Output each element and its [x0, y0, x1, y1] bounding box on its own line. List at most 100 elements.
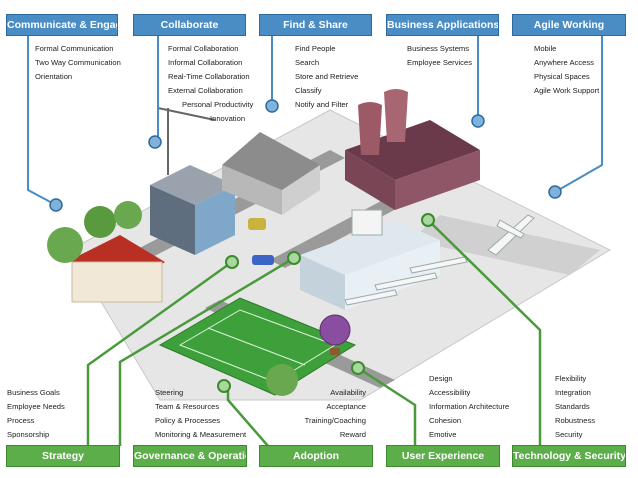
list-item: Acceptance [326, 402, 366, 411]
collaborate-list: Formal Collaboration Informal Collaborat… [168, 42, 253, 126]
connector-node [217, 379, 231, 393]
list-item: Robustness [555, 416, 596, 425]
list-item: Integration [555, 388, 591, 397]
connector-node [287, 251, 301, 265]
tab-agile-working: Agile Working [512, 14, 626, 36]
tab-user-experience: User Experience [386, 445, 500, 467]
list-item: Sponsorship [7, 430, 50, 439]
list-item: Mobile [534, 44, 557, 53]
find-share-list: Find People Search Store and Retrieve Cl… [295, 42, 358, 112]
list-item: Accessibility [429, 388, 471, 397]
balloon-basket [330, 348, 340, 355]
list-item: Design [429, 374, 453, 383]
house-wall [71, 261, 163, 303]
adoption-list: Availability Acceptance Training/Coachin… [270, 386, 366, 442]
tree [266, 364, 298, 396]
van [248, 218, 266, 230]
list-item: Security [555, 430, 583, 439]
list-item: External Collaboration [168, 86, 243, 95]
tree [84, 206, 116, 238]
terminal-right-face [345, 240, 440, 310]
list-item: Search [295, 58, 320, 67]
list-item: Availability [330, 388, 366, 397]
office-right-face [195, 185, 235, 255]
business-applications-list: Business Systems Employee Services [407, 42, 472, 70]
strategy-list: Business Goals Employee Needs Process Sp… [7, 386, 65, 442]
top-connectors [27, 34, 603, 206]
list-item: Monitoring & Measurement [155, 430, 247, 439]
list-item: Business Goals [7, 388, 60, 397]
list-item: Real-Time Collaboration [168, 72, 250, 81]
crane-jib [157, 107, 216, 121]
factory-left-face [345, 150, 395, 210]
factory-roof [345, 120, 480, 180]
bank-left-face [222, 165, 282, 215]
connector-node [225, 255, 239, 269]
list-item: Process [7, 416, 35, 425]
office-roof [150, 165, 235, 205]
list-item: Employee Needs [7, 402, 65, 411]
car [252, 255, 274, 265]
list-item: Notify and Filter [295, 100, 349, 109]
list-item: Standards [555, 402, 590, 411]
tab-technology-security: Technology & Security [512, 445, 626, 467]
list-item: Business Systems [407, 44, 470, 53]
connector-node [421, 213, 435, 227]
tab-governance-operations: Governance & Operations [133, 445, 247, 467]
parked-plane [409, 256, 468, 274]
list-item: Emotive [429, 430, 457, 439]
list-item: Agile Work Support [534, 86, 600, 95]
office-left-face [150, 185, 195, 255]
airplane [487, 214, 535, 256]
list-item: Personal Productivity [182, 100, 254, 109]
chimney [358, 102, 382, 155]
terminal-left-face [300, 255, 345, 310]
list-item: Classify [295, 86, 322, 95]
pitch-halfway-line [207, 327, 306, 366]
list-item: Employee Services [407, 58, 472, 67]
list-item: Policy & Processes [155, 416, 220, 425]
terminal-roof [300, 220, 440, 275]
list-item: Information Architecture [429, 402, 510, 411]
list-item: Team & Resources [155, 402, 220, 411]
list-item: Store and Retrieve [295, 72, 359, 81]
list-item: Reward [339, 430, 366, 439]
list-item: Two Way Communication [35, 58, 121, 67]
communicate-engage-list: Formal Communication Two Way Communicati… [35, 42, 121, 84]
connector-node [265, 99, 279, 113]
list-item: Steering [155, 388, 184, 397]
tab-find-share: Find & Share [259, 14, 372, 36]
tab-business-applications: Business Applications [386, 14, 499, 36]
list-item: Physical Spaces [534, 72, 590, 81]
tab-communicate-engage: Communicate & Engage [6, 14, 118, 36]
control-tower [351, 209, 383, 236]
list-item: Orientation [35, 72, 73, 81]
list-item: Cohesion [429, 416, 462, 425]
tab-adoption: Adoption [259, 445, 373, 467]
list-item: Formal Collaboration [168, 44, 239, 53]
list-item: Anywhere Access [534, 58, 594, 67]
connector-node [548, 185, 562, 199]
factory-right-face [395, 150, 480, 210]
agile-working-list: Mobile Anywhere Access Physical Spaces A… [534, 42, 599, 98]
list-item: Innovation [210, 114, 246, 123]
user-experience-list: Design Accessibility Information Archite… [429, 372, 509, 442]
tree [47, 227, 83, 263]
list-item: Find People [295, 44, 336, 53]
list-item: Formal Communication [35, 44, 114, 53]
list-item: Flexibility [555, 374, 587, 383]
governance-operations-list: Steering Team & Resources Policy & Proce… [155, 386, 246, 442]
bank-right-face [282, 165, 320, 215]
bottom-connectors [86, 219, 542, 447]
chimney [384, 89, 408, 142]
list-item: Informal Collaboration [168, 58, 243, 67]
airplane-wing [496, 219, 525, 239]
connector-node [49, 198, 63, 212]
technology-security-list: Flexibility Integration Standards Robust… [555, 372, 595, 442]
hot-air-balloon [319, 314, 351, 346]
connector-node [471, 114, 485, 128]
tab-strategy: Strategy [6, 445, 120, 467]
tab-collaborate: Collaborate [133, 14, 246, 36]
bank-roof [222, 132, 320, 190]
